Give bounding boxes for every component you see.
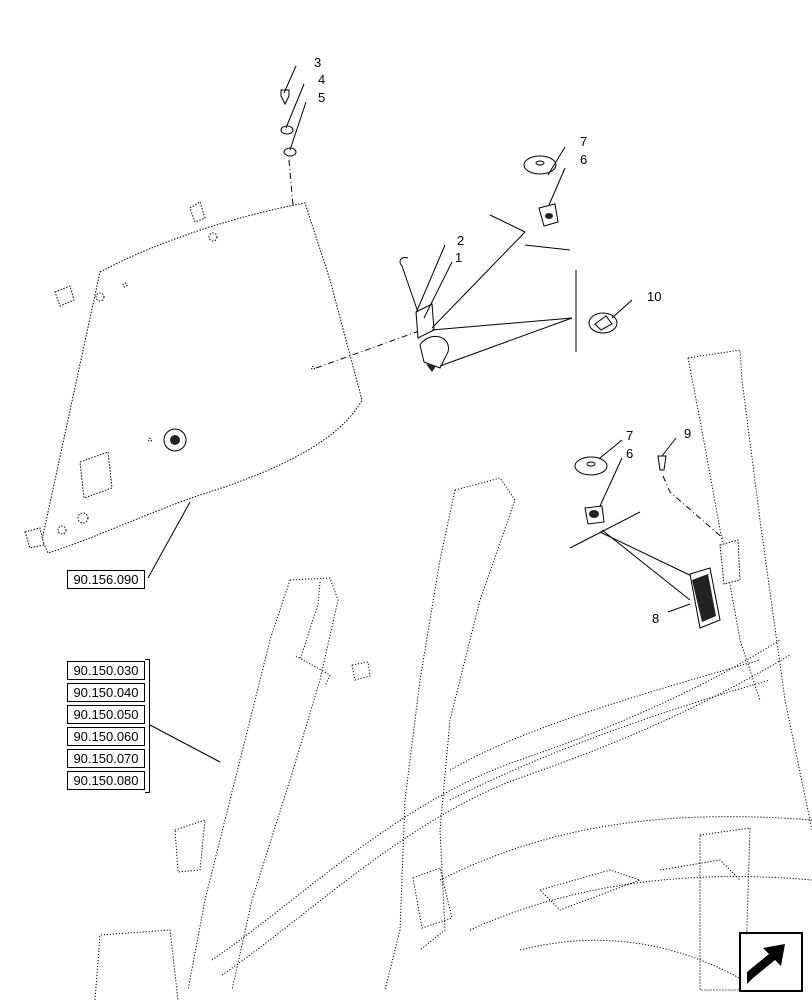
callout-leaders bbox=[147, 65, 677, 763]
callout-10: 10 bbox=[647, 289, 662, 304]
ref-stack-item[interactable]: 90.150.070 bbox=[67, 749, 145, 768]
callout-2: 2 bbox=[457, 233, 465, 248]
callout-4: 4 bbox=[318, 72, 326, 87]
callout-7-lower: 7 bbox=[626, 428, 634, 443]
ref-stack bbox=[64, 659, 150, 793]
callout-7-top: 7 bbox=[580, 134, 588, 149]
ref-stack-item[interactable]: 90.150.040 bbox=[67, 683, 145, 702]
ref-stack-item[interactable]: 90.150.080 bbox=[67, 771, 145, 790]
callout-5: 5 bbox=[318, 90, 326, 105]
axis-line bbox=[315, 329, 423, 369]
callout-6-top: 6 bbox=[580, 152, 588, 167]
ref-stack-bracket bbox=[145, 659, 150, 793]
next-page-arrow-icon[interactable] bbox=[739, 932, 803, 992]
callout-1: 1 bbox=[455, 250, 463, 265]
screw-washer-stack bbox=[280, 89, 297, 206]
lamp-assembly bbox=[399, 214, 577, 372]
cab-frame bbox=[94, 349, 812, 1000]
ref-window[interactable]: 90.156.090 bbox=[67, 570, 145, 589]
callout-3: 3 bbox=[314, 55, 322, 70]
pad-item-10 bbox=[588, 312, 618, 334]
ref-stack-item[interactable]: 90.150.030 bbox=[67, 661, 145, 680]
nut-washer-top bbox=[523, 155, 559, 227]
callout-9: 9 bbox=[684, 426, 692, 441]
callout-6-lower: 6 bbox=[626, 446, 634, 461]
callout-8: 8 bbox=[652, 611, 660, 626]
ref-stack-item[interactable]: 90.150.050 bbox=[67, 705, 145, 724]
nut-washer-lower bbox=[569, 456, 701, 601]
ref-stack-item[interactable]: 90.150.060 bbox=[67, 727, 145, 746]
screw-bracket bbox=[657, 455, 741, 629]
window-panel bbox=[24, 201, 363, 554]
